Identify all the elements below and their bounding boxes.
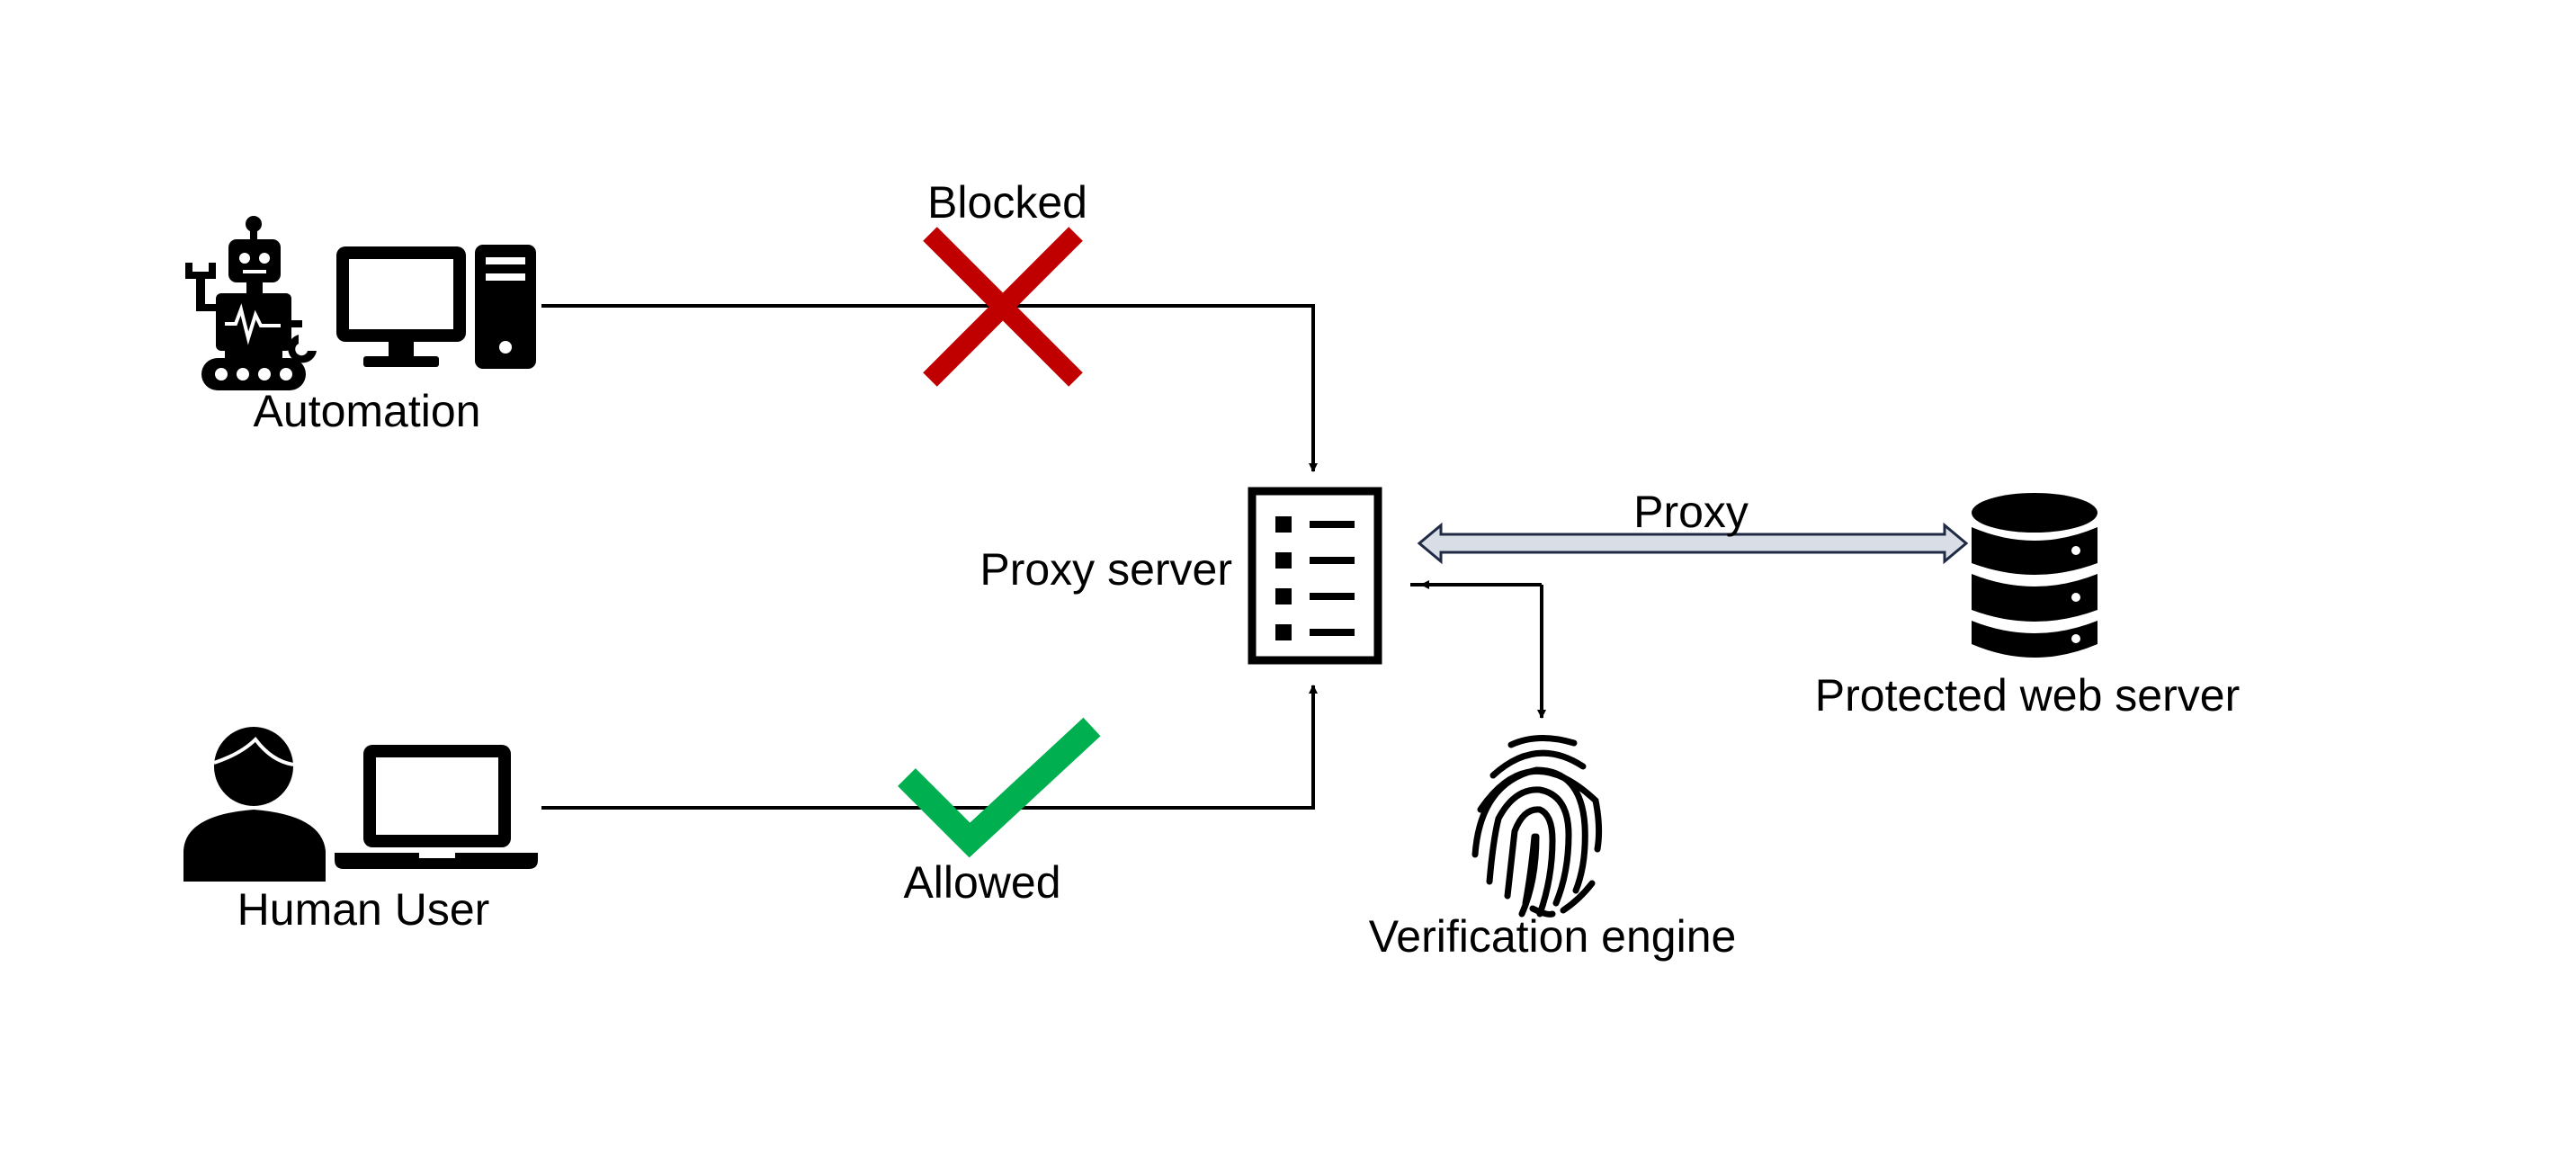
automation-label: Automation [254, 386, 481, 436]
cross-mark-icon [923, 227, 1083, 387]
human-user-label: Human User [237, 884, 490, 935]
protected-web-server-node: Protected web server [1815, 493, 2240, 721]
robot-icon [185, 216, 317, 390]
proxy-double-arrow [1417, 522, 1969, 565]
human-user-node: Human User [183, 727, 538, 935]
laptop-icon [335, 745, 538, 869]
blocked-indicator: Blocked [923, 177, 1087, 387]
protected-web-server-label: Protected web server [1815, 670, 2240, 721]
database-icon [1972, 493, 2097, 658]
verification-engine-label: Verification engine [1369, 911, 1737, 962]
proxy-server-node: Proxy server [979, 487, 1382, 665]
blocked-label: Blocked [927, 177, 1087, 228]
automation-connector [541, 304, 1318, 472]
person-icon [183, 727, 326, 882]
desktop-monitor-icon [336, 246, 466, 367]
fingerprint-icon [1471, 734, 1603, 918]
human-connector [541, 685, 1318, 810]
check-mark-icon [898, 717, 1101, 858]
proxy-link: Proxy [1417, 487, 1969, 565]
verification-engine-node: Verification engine [1369, 734, 1737, 962]
allowed-label: Allowed [903, 857, 1060, 908]
automation-node: Automation [185, 216, 536, 436]
connectors [541, 304, 1546, 810]
computer-tower-icon [475, 245, 536, 369]
allowed-indicator: Allowed [898, 717, 1101, 908]
proxy-server-label: Proxy server [979, 544, 1232, 595]
proxy-label: Proxy [1633, 487, 1749, 537]
list-document-icon [1248, 487, 1382, 665]
